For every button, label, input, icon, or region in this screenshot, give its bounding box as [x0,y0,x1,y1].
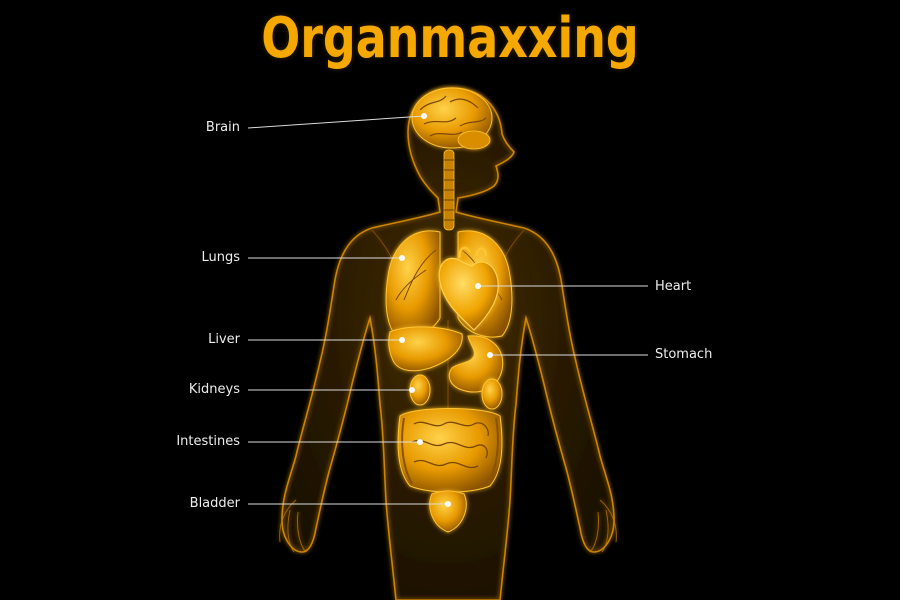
stomach-dot [487,352,493,358]
label-kidneys: Kidneys [188,382,240,397]
bladder-dot [445,501,451,507]
label-lungs: Lungs [201,250,240,265]
lungs-dot [399,255,405,261]
intestines-dot [417,439,423,445]
intestines-organ [397,408,503,493]
label-bladder: Bladder [189,496,240,511]
label-liver: Liver [208,332,240,347]
label-stomach: Stomach [655,347,713,362]
heart-organ [438,246,499,331]
liver-organ [388,326,463,372]
bladder-organ [429,490,467,533]
label-heart: Heart [655,279,692,294]
brain-leader [247,115,425,129]
brain-dot [421,113,427,119]
liver-dot [399,337,405,343]
stomach-organ [448,335,504,393]
kidneys-dot [409,387,415,393]
label-brain: Brain [205,120,240,135]
leader-lines [247,115,648,505]
kidneys-organ [409,374,503,410]
trachea [443,149,455,231]
brain-organ [411,87,493,150]
label-intestines: Intestines [176,434,240,449]
heart-dot [475,283,481,289]
page-title: Organmaxxing [261,6,639,71]
leader-dots [399,113,493,507]
